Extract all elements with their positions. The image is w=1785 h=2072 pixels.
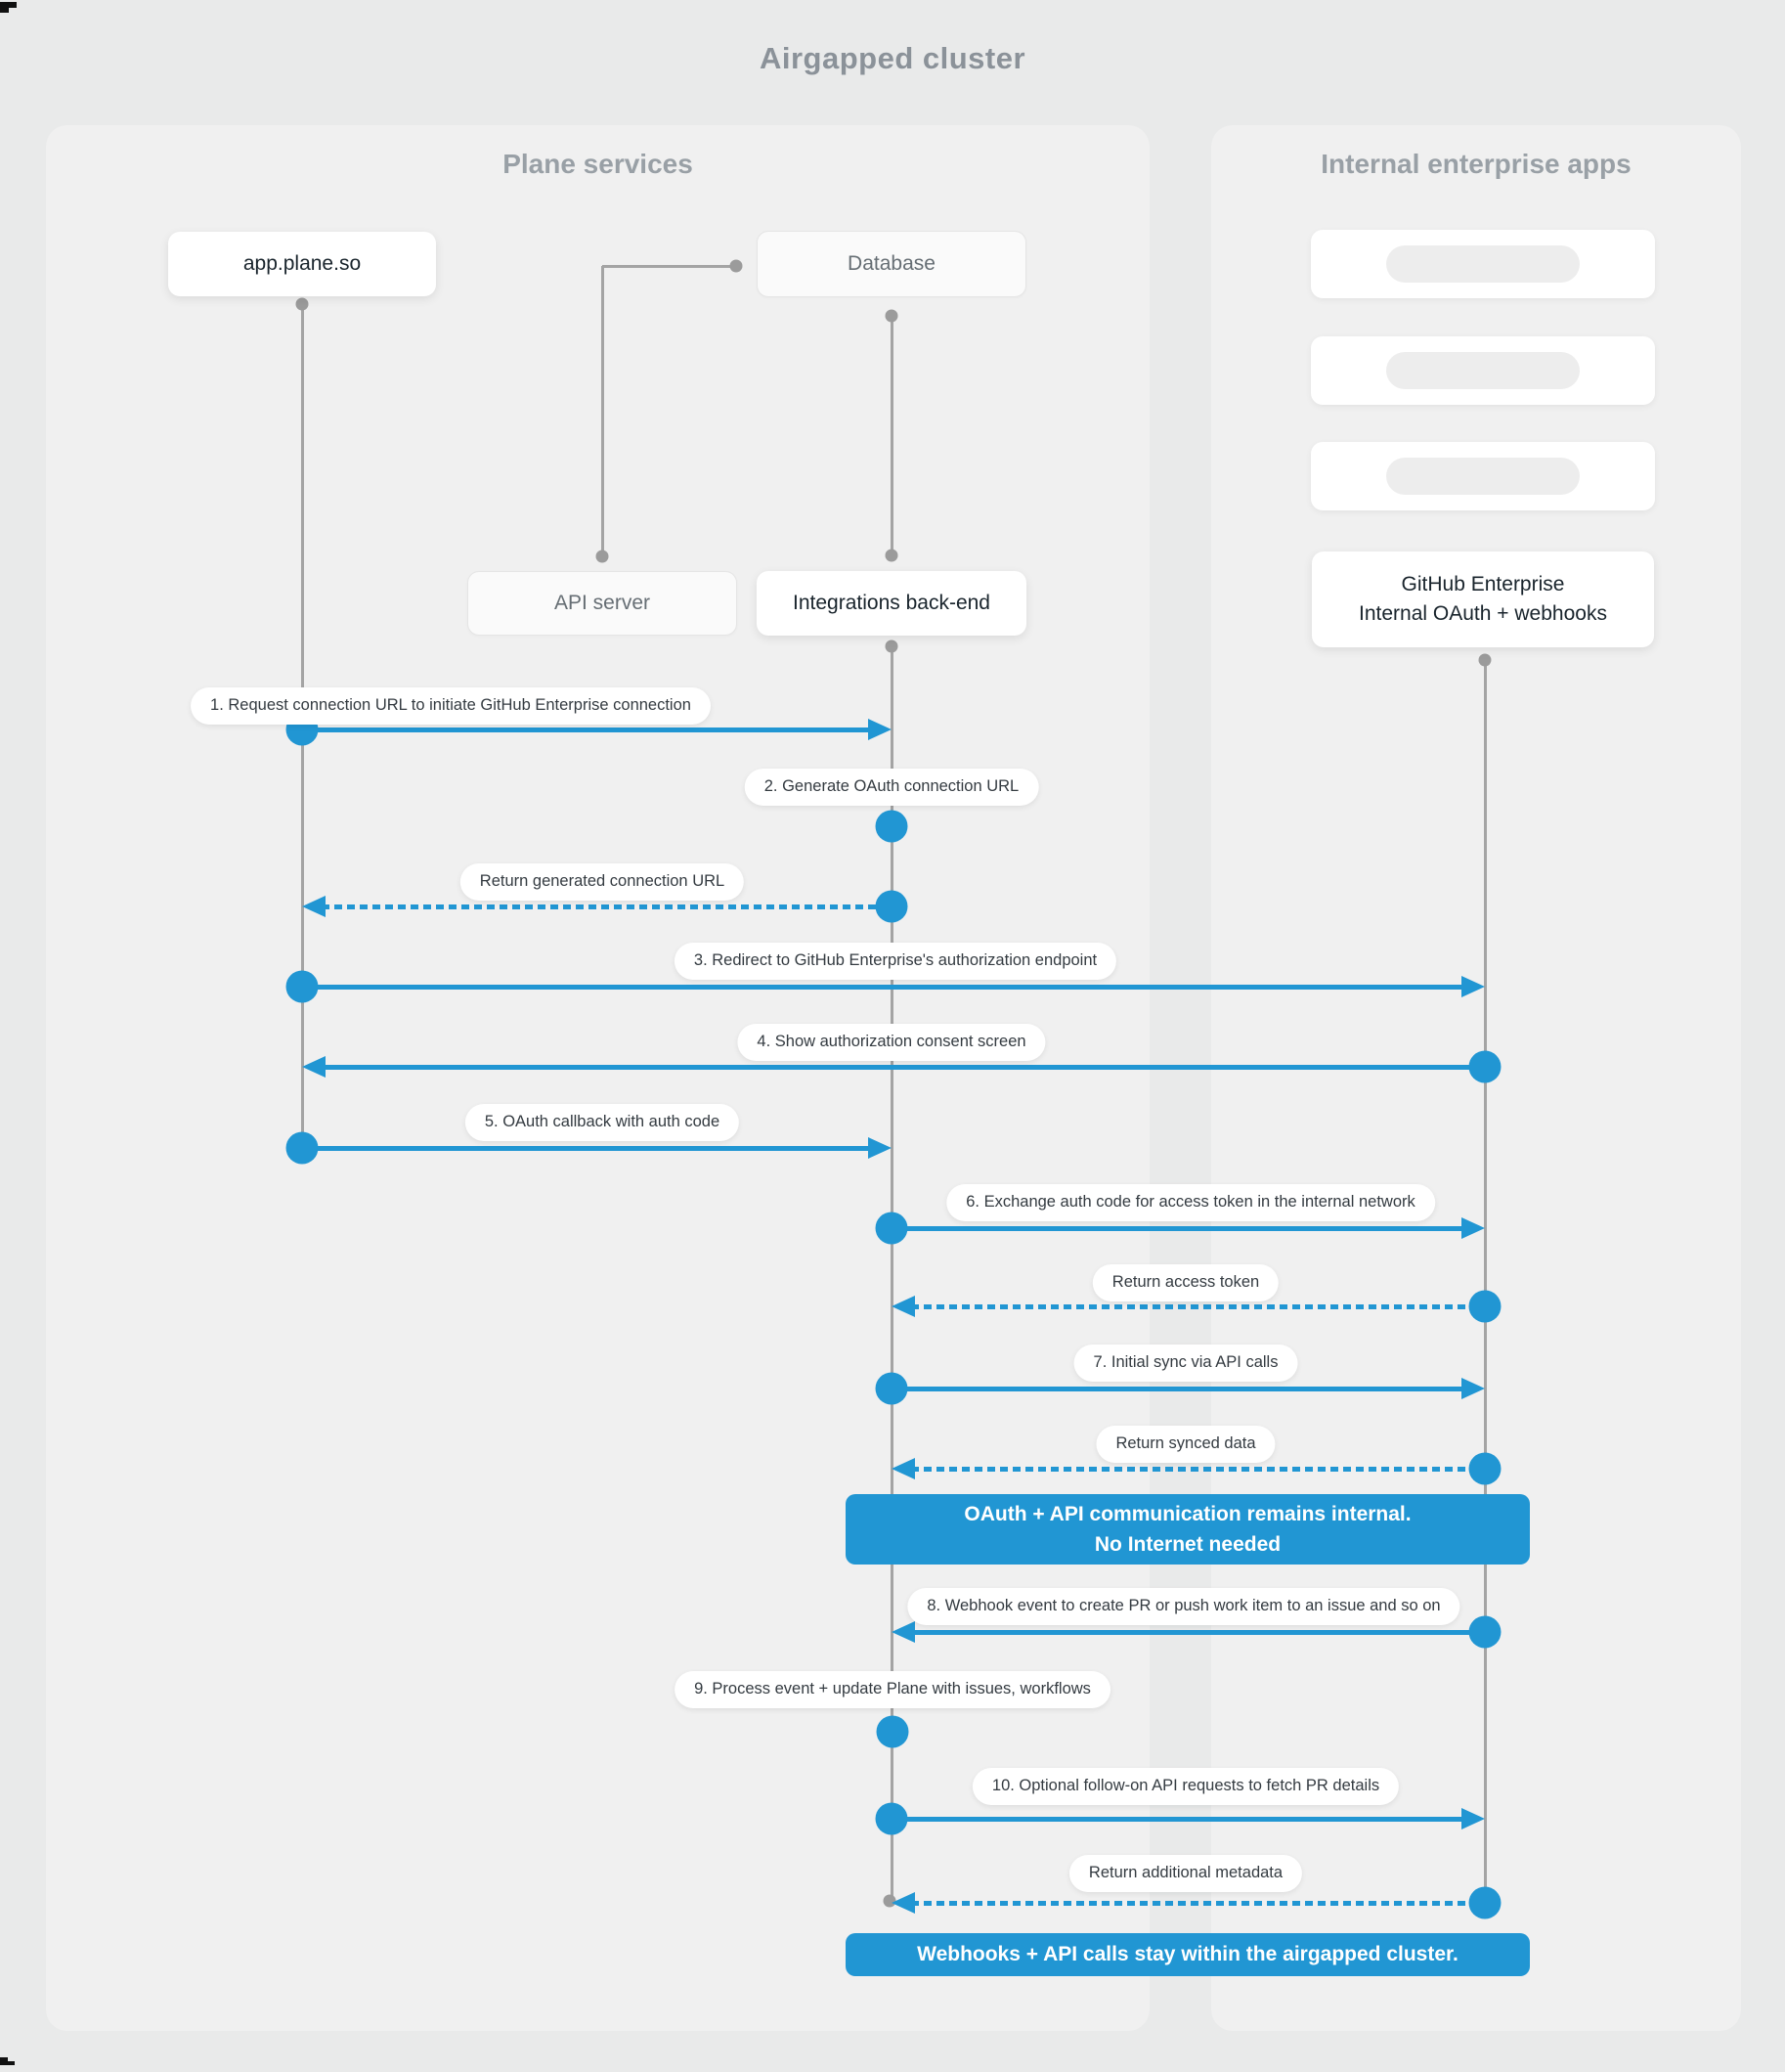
message-label: 3. Redirect to GitHub Enterprise's autho… bbox=[674, 943, 1117, 980]
arrowhead-left bbox=[892, 1458, 915, 1479]
activation-dot bbox=[875, 1802, 908, 1835]
message-label: Return generated connection URL bbox=[459, 863, 745, 901]
arrowhead-right bbox=[868, 719, 892, 740]
banner-line1: OAuth + API communication remains intern… bbox=[964, 1502, 1412, 1525]
activation-dot bbox=[1468, 1290, 1502, 1323]
connector-api-database-vertical bbox=[600, 266, 604, 556]
diagram-title: Airgapped cluster bbox=[759, 41, 1026, 75]
placeholder-app-box bbox=[1311, 230, 1655, 298]
actor-label-line1: GitHub Enterprise bbox=[1401, 572, 1565, 595]
message-arrow bbox=[302, 727, 872, 732]
message-arrow-dashed bbox=[911, 1900, 1485, 1906]
message-arrow-dashed bbox=[911, 1466, 1485, 1472]
activation-dot bbox=[875, 1212, 908, 1245]
arrowhead-left bbox=[892, 1296, 915, 1317]
lifeline-database bbox=[890, 316, 893, 555]
activation-dot bbox=[875, 810, 908, 843]
message-arrow bbox=[892, 1225, 1461, 1231]
actor-integrations-backend: Integrations back-end bbox=[757, 571, 1026, 636]
arrowhead-left bbox=[302, 896, 326, 917]
activation-dot bbox=[1468, 1615, 1502, 1649]
message-arrow bbox=[302, 1145, 872, 1151]
lifeline-start-dot bbox=[885, 639, 898, 653]
message-label: Return additional metadata bbox=[1068, 1855, 1303, 1892]
actor-label-line2: Internal OAuth + webhooks bbox=[1359, 602, 1607, 625]
actor-github-enterprise: GitHub Enterprise Internal OAuth + webho… bbox=[1312, 551, 1654, 647]
placeholder-app-box bbox=[1311, 442, 1655, 510]
note-banner-airgapped: Webhooks + API calls stay within the air… bbox=[846, 1933, 1530, 1976]
message-arrow bbox=[322, 1064, 1485, 1070]
message-arrow bbox=[911, 1629, 1485, 1635]
connector-api-database-horizontal bbox=[602, 264, 736, 268]
screenshot-corner-artifact bbox=[8, 2061, 15, 2065]
banner-line2: No Internet needed bbox=[1094, 1533, 1282, 1556]
arrowhead-right bbox=[868, 1137, 892, 1159]
plane-services-panel bbox=[46, 125, 1150, 2031]
message-arrow bbox=[892, 1816, 1461, 1822]
internal-apps-header: Internal enterprise apps bbox=[1321, 149, 1632, 179]
screenshot-corner-artifact bbox=[9, 2, 17, 8]
message-label: 7. Initial sync via API calls bbox=[1073, 1345, 1298, 1382]
message-label: 10. Optional follow-on API requests to f… bbox=[972, 1768, 1400, 1805]
arrowhead-left bbox=[302, 1056, 326, 1078]
activation-dot bbox=[285, 1131, 319, 1165]
actor-database: Database bbox=[757, 231, 1026, 297]
message-label: 4. Show authorization consent screen bbox=[737, 1024, 1046, 1061]
message-arrow bbox=[302, 984, 1465, 990]
lifeline-github bbox=[1483, 660, 1487, 1901]
arrowhead-left bbox=[892, 1892, 915, 1914]
message-label: 2. Generate OAuth connection URL bbox=[744, 769, 1039, 806]
message-label: 9. Process event + update Plane with iss… bbox=[675, 1671, 1110, 1708]
message-label: Return access token bbox=[1092, 1264, 1280, 1301]
arrowhead-left bbox=[892, 1621, 915, 1643]
connector-endpoint-dot bbox=[729, 259, 743, 273]
activation-dot bbox=[875, 1372, 908, 1405]
message-label: 6. Exchange auth code for access token i… bbox=[946, 1184, 1435, 1221]
message-label: 5. OAuth callback with auth code bbox=[464, 1104, 740, 1141]
activation-dot bbox=[876, 1715, 909, 1748]
actor-api-server: API server bbox=[467, 571, 737, 636]
activation-dot bbox=[1468, 1886, 1502, 1919]
lifeline-integrations bbox=[890, 646, 893, 1901]
lifeline-end-dot bbox=[885, 549, 898, 562]
actor-label: API server bbox=[553, 591, 651, 614]
lifeline-start-dot bbox=[295, 297, 309, 311]
message-label: Return synced data bbox=[1096, 1426, 1276, 1463]
arrowhead-right bbox=[1461, 1217, 1485, 1239]
lifeline-start-dot bbox=[1478, 653, 1492, 667]
placeholder-app-box bbox=[1311, 336, 1655, 405]
arrowhead-right bbox=[1461, 1808, 1485, 1830]
message-arrow-dashed bbox=[322, 904, 892, 909]
arrowhead-right bbox=[1461, 976, 1485, 997]
arrowhead-right bbox=[1461, 1378, 1485, 1399]
message-label: 1. Request connection URL to initiate Gi… bbox=[191, 687, 711, 725]
screenshot-corner-artifact bbox=[0, 2057, 8, 2065]
actor-label: Database bbox=[848, 251, 936, 275]
placeholder-pill bbox=[1386, 245, 1580, 283]
placeholder-pill bbox=[1386, 352, 1580, 389]
placeholder-pill bbox=[1386, 458, 1580, 495]
activation-dot bbox=[1468, 1452, 1502, 1485]
screenshot-corner-artifact bbox=[0, 2, 9, 13]
connector-endpoint-dot bbox=[595, 550, 609, 563]
actor-label: Integrations back-end bbox=[793, 591, 990, 614]
activation-dot bbox=[875, 890, 908, 923]
actor-label: app.plane.so bbox=[242, 251, 362, 275]
activation-dot bbox=[1468, 1050, 1502, 1083]
note-banner-internal: OAuth + API communication remains intern… bbox=[846, 1494, 1530, 1565]
message-arrow bbox=[892, 1386, 1461, 1391]
message-label: 8. Webhook event to create PR or push wo… bbox=[907, 1588, 1460, 1625]
banner-line1: Webhooks + API calls stay within the air… bbox=[917, 1943, 1458, 1966]
message-arrow-dashed bbox=[911, 1303, 1485, 1309]
plane-services-header: Plane services bbox=[502, 149, 693, 179]
lifeline-start-dot bbox=[885, 309, 898, 323]
actor-app-plane-so: app.plane.so bbox=[168, 232, 436, 296]
activation-dot bbox=[285, 970, 319, 1003]
